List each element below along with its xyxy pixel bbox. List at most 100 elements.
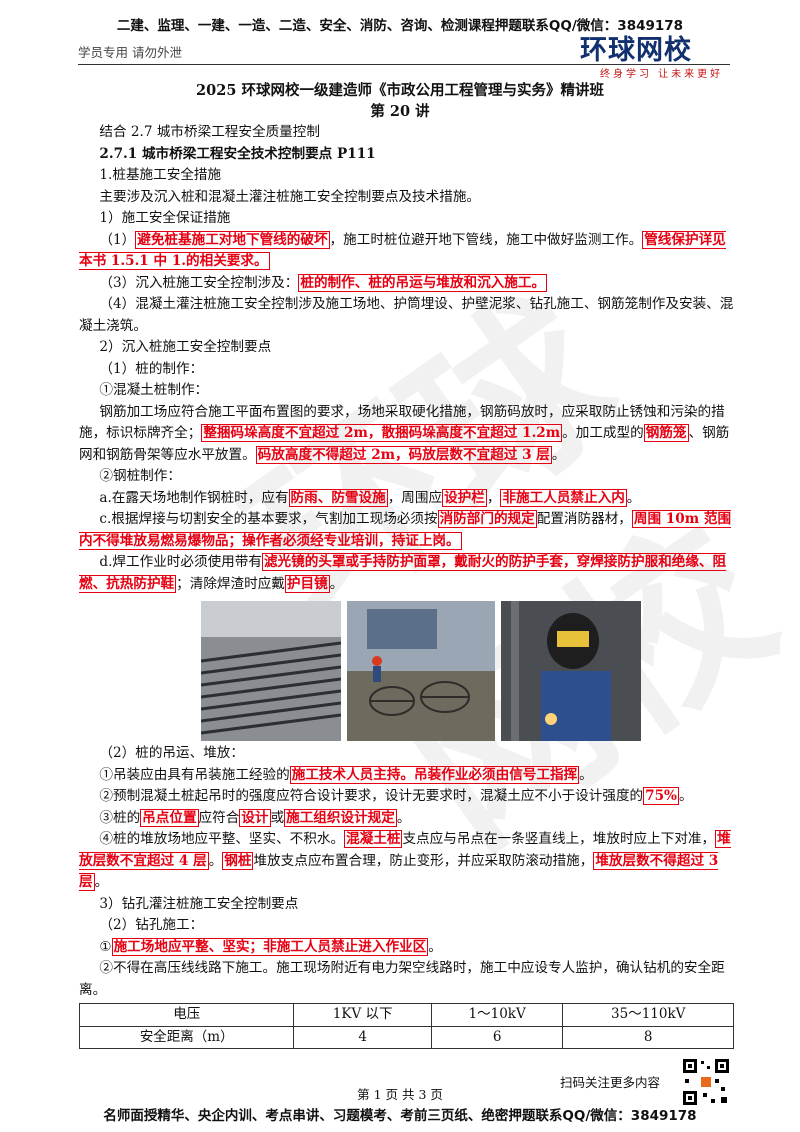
- paragraph: 3）钻孔灌注桩施工安全控制要点: [99, 895, 299, 912]
- highlight: 钢筋笼: [643, 424, 689, 442]
- lecture-number: 第 20 讲: [370, 103, 430, 120]
- paragraph: 钢筋加工场应符合施工平面布置图的要求，场地采取硬化措施，钢筋码放时，应采取防止锈…: [79, 402, 734, 467]
- text: ，施工时桩位避开地下管线，施工中做好监测工作。: [329, 231, 643, 248]
- table-cell: 安全距离（m）: [78, 1025, 295, 1049]
- text: ③桩的: [99, 809, 141, 826]
- table-header-cell: 1～10kV: [430, 1003, 564, 1027]
- text: 。: [329, 575, 344, 592]
- paragraph: ④桩的堆放场地应平整、坚实、不积水。混凝土桩支点应与吊点在一条竖直线上，堆放时应…: [79, 829, 734, 894]
- highlight: 整捆码垛高度不宜超过 2m，散捆码垛高度不宜超过 1.2m: [201, 424, 563, 442]
- header-note: 学员专用 请勿外泄: [78, 45, 182, 60]
- text: 堆放支点应布置合理，防止变形，并应采取防滚动措施，: [253, 852, 594, 869]
- brand-logo: 环球网校 终身学习 让未来更好: [580, 28, 730, 80]
- text: 。: [208, 852, 223, 869]
- highlight: 施工场地应平整、坚实；非施工人员禁止进入作业区: [111, 937, 429, 956]
- paragraph: （2）钻孔施工：: [99, 917, 204, 933]
- section-heading: 2.7.1 城市桥梁工程安全技术控制要点 P111: [99, 145, 376, 162]
- paragraph: （2）桩的吊运、堆放：: [99, 745, 244, 761]
- highlight: 堆放层数不得超过 3 层: [79, 851, 719, 891]
- text: 或: [270, 809, 285, 826]
- highlight: 护目镜: [284, 574, 330, 593]
- qr-caption: 扫码关注更多内容: [560, 1075, 661, 1090]
- table-row: 安全距离（m） 4 6 8: [78, 1025, 734, 1049]
- text: （3）沉入桩施工安全控制涉及：: [99, 274, 299, 291]
- text: 。: [551, 446, 566, 463]
- rebar-cage-site-photo: [347, 601, 495, 741]
- paragraph: ②钢桩制作：: [99, 468, 181, 484]
- text: ；清除焊渣时应戴: [176, 575, 285, 592]
- text: ①: [99, 938, 112, 955]
- text: 。: [626, 489, 641, 506]
- text: ，周围应: [387, 489, 443, 506]
- highlight: 施工组织设计规定: [284, 808, 397, 827]
- paragraph: c.根据焊接与切割安全的基本要求，气割加工现场必须按消防部门的规定配置消防器材，…: [79, 509, 734, 552]
- text: 。: [94, 874, 109, 890]
- text: c.根据焊接与切割安全的基本要求，气割加工现场必须按: [99, 511, 438, 527]
- paragraph: ①混凝土桩制作：: [99, 382, 209, 398]
- highlight: 设护栏: [442, 488, 487, 507]
- table-cell: 8: [562, 1025, 734, 1049]
- highlight: 吊点位置: [140, 808, 199, 827]
- footer-banner: 名师面授精华、央企内训、考点串讲、习题模考、考前三页纸、绝密押题联系QQ/微信：…: [103, 1108, 697, 1124]
- paragraph: ②预制混凝土桩起吊时的强度应符合设计要求，设计无要求时，混凝土应不小于设计强度的…: [79, 786, 734, 808]
- paragraph: （3）沉入桩施工安全控制涉及：桩的制作、桩的吊运与堆放和沉入施工。: [79, 273, 734, 295]
- highlight: 防雨、防雪设施: [288, 488, 388, 507]
- highlight: 消防部门的规定: [437, 510, 537, 528]
- highlight: 码放高度不得超过 2m，码放层数不宜超过 3 层: [255, 445, 552, 464]
- text: 。: [428, 938, 442, 955]
- document-body: 结合 2.7 城市桥梁工程安全质量控制 2.7.1 城市桥梁工程安全技术控制要点…: [78, 122, 734, 1049]
- table-header-cell: 电压: [78, 1003, 295, 1027]
- text: ，: [486, 489, 501, 506]
- highlight: 非施工人员禁止入内: [500, 488, 627, 507]
- paragraph: 1）施工安全保证措施: [99, 210, 231, 226]
- paragraph: （1）避免桩基施工对地下管线的破坏，施工时桩位避开地下管线，施工中做好监测工作。…: [79, 230, 734, 273]
- document-title: 2025 环球网校一级建造师《市政公用工程管理与实务》精讲班: [196, 82, 604, 99]
- highlight: 堆放层数不宜超过 4 层: [79, 830, 731, 870]
- paragraph: d.焊工作业时必须使用带有滤光镜的头罩或手持防护面罩，戴耐火的防护手套，穿焊接防…: [79, 552, 734, 595]
- highlight: 75%: [643, 787, 679, 805]
- paragraph: 2）沉入桩施工安全控制要点: [99, 339, 272, 355]
- text: 。: [579, 766, 593, 783]
- rebar-photo: [201, 601, 341, 741]
- highlight: 设计: [239, 808, 271, 827]
- paragraph: （1）桩的制作：: [99, 360, 204, 377]
- highlight: 桩的制作、桩的吊运与堆放和沉入施工。: [298, 273, 548, 292]
- highlight: 施工技术人员主持。吊装作业必须由信号工指挥: [289, 765, 580, 784]
- header-divider: [78, 64, 730, 65]
- paragraph: ③桩的吊点位置应符合设计或施工组织设计规定。: [79, 808, 734, 830]
- paragraph: （4）混凝土灌注桩施工安全控制涉及施工场地、护筒埋设、护壁泥浆、钻孔施工、钢筋笼…: [79, 296, 734, 334]
- highlight: 管线保护详见本书 1.5.1 中 1.的相关要求。: [79, 230, 726, 270]
- text: ④桩的堆放场地应平整、坚实、不积水。: [99, 831, 345, 847]
- paragraph: 主要涉及沉入桩和混凝土灌注桩施工安全控制要点及技术措施。: [99, 188, 481, 205]
- text: ②预制混凝土桩起吊时的强度应符合设计要求，设计无要求时，混凝土应不小于设计强度的: [99, 788, 644, 804]
- table-header-cell: 35～110kV: [562, 1003, 734, 1027]
- table-header-row: 电压 1KV 以下 1～10kV 35～110kV: [78, 1003, 734, 1027]
- text: 、钢筋网和钢筋骨架等应水平放置。: [79, 425, 730, 463]
- highlight: 周围 10m 范围内不得堆放易燃易爆物品；操作者必须经专业培训，持证上岗。: [79, 510, 732, 550]
- table-cell: 6: [430, 1025, 564, 1049]
- qr-code: [681, 1057, 731, 1107]
- paragraph: 结合 2.7 城市桥梁工程安全质量控制: [99, 124, 320, 140]
- text: 应符合: [198, 809, 240, 826]
- text: a.在露天场地制作钢桩时，应有: [99, 489, 289, 506]
- highlight: 钢桩: [222, 851, 254, 870]
- header-banner: 二建、监理、一建、一造、二造、安全、消防、咨询、检测课程押题联系QQ/微信：38…: [116, 18, 684, 34]
- text: 。: [396, 809, 411, 826]
- safety-distance-table: 电压 1KV 以下 1～10kV 35～110kV 安全距离（m） 4 6 8: [78, 1003, 734, 1049]
- text: ①吊装应由具有吊装施工经验的: [99, 766, 290, 783]
- table-cell: 4: [293, 1025, 432, 1049]
- photo-strip: [201, 601, 734, 741]
- text: d.焊工作业时必须使用带有: [99, 554, 262, 570]
- welder-photo: [501, 601, 641, 741]
- paragraph: a.在露天场地制作钢桩时，应有防雨、防雪设施，周围应设护栏，非施工人员禁止入内。: [79, 488, 734, 510]
- text: （1）: [99, 231, 136, 248]
- logo-slogan: 终身学习 让未来更好: [600, 69, 724, 80]
- table-header-cell: 1KV 以下: [293, 1003, 432, 1027]
- text: 。加工成型的: [562, 425, 644, 441]
- text: 钢筋加工场应符合施工平面布置图的要求，场地采取硬化措施，钢筋码放时，应采取防止锈…: [79, 403, 725, 442]
- text: 支点应与吊点在一条竖直线上，堆放时应上下对准，: [402, 831, 716, 847]
- page-number: 第 1 页 共 3 页: [357, 1087, 443, 1102]
- paragraph: ②不得在高压线线路下施工。施工现场附近有电力架空线路时，施工中应设专人监护，确认…: [79, 960, 725, 998]
- paragraph: 1.桩基施工安全措施: [99, 167, 222, 183]
